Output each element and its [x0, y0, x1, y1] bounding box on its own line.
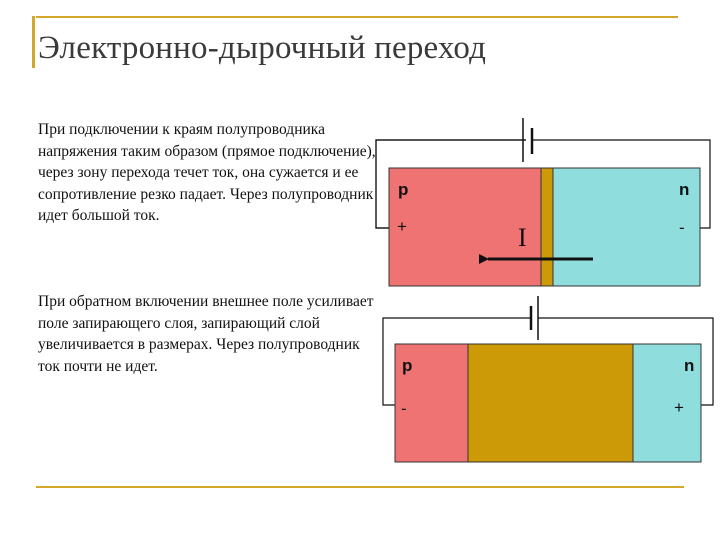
forward-junction-layer [540, 167, 554, 287]
forward-p-label: p [398, 180, 408, 199]
reverse-n-label: n [684, 356, 694, 375]
forward-n-sign: - [679, 218, 685, 237]
reverse-circuit-wire-left [382, 317, 531, 406]
forward-bias-diagram: p n + - I [375, 118, 711, 287]
forward-circuit-wire-left [375, 139, 526, 229]
reverse-n-region [632, 343, 702, 463]
current-label: I [518, 223, 527, 252]
paragraph-forward-bias: При подключении к краям полупроводника н… [38, 121, 376, 224]
forward-circuit-wire-right [532, 139, 711, 229]
forward-n-region [552, 167, 701, 287]
reverse-depletion-layer [467, 343, 634, 463]
reverse-p-region [394, 343, 469, 463]
title-accent-bar [32, 16, 35, 68]
paragraph-reverse-bias: При обратном включении внешнее поле усил… [38, 293, 374, 375]
reverse-p-sign: - [401, 399, 407, 418]
reverse-n-sign: + [674, 398, 684, 417]
slide-title: Электронно-дырочный переход [38, 30, 487, 66]
forward-n-label: n [679, 180, 689, 199]
forward-p-sign: + [397, 217, 407, 236]
reverse-bias-diagram: p n - + [382, 296, 714, 463]
forward-p-region [388, 167, 542, 287]
reverse-p-label: p [402, 356, 412, 375]
bottom-rule [36, 486, 684, 488]
reverse-circuit-wire-right [538, 317, 714, 406]
top-rule [36, 16, 678, 18]
